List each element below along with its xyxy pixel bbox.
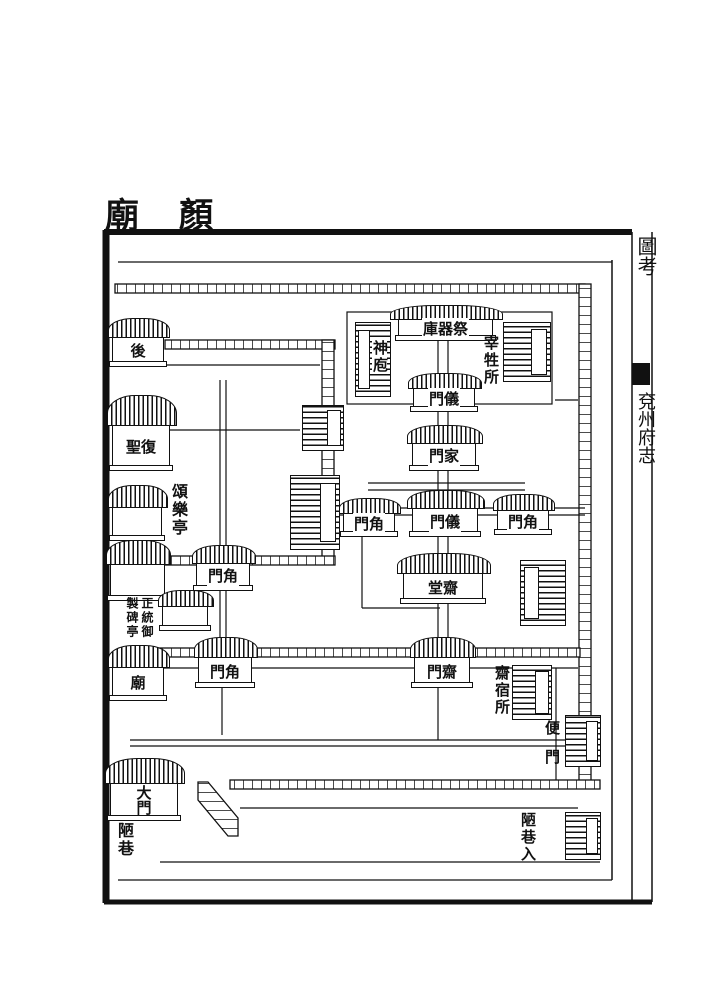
building-miao: 廟 [107, 645, 171, 702]
building-label: 大門 [132, 785, 156, 816]
building-damen: 大門 [104, 758, 186, 821]
hall-body: 儀門 [410, 386, 478, 413]
roof [107, 318, 171, 339]
building-jiaomen_w2: 角門 [193, 637, 259, 688]
side-hall-west-2 [290, 475, 340, 550]
roof [406, 425, 484, 445]
roof [193, 637, 259, 658]
building [105, 540, 172, 602]
roof [406, 490, 486, 510]
building-jiaomen_w1: 角門 [191, 545, 257, 591]
building-yimen: 儀門 [406, 490, 486, 538]
roof [107, 395, 177, 426]
label-bianmen: 便門 [543, 720, 561, 778]
roof [191, 545, 257, 565]
building-label: 齋門 [425, 660, 458, 682]
building [158, 590, 214, 631]
roof [108, 485, 168, 508]
roof [105, 540, 172, 565]
hall-body: 家門 [409, 441, 479, 471]
margin-title-bottom: 兗州府志 [635, 392, 656, 464]
hall-body: 齋門 [411, 655, 473, 688]
roof [338, 498, 402, 515]
hall-body: 角門 [340, 511, 398, 538]
label-songle-pavilion: 頌樂亭 [169, 483, 188, 537]
hall-body: 後 [109, 335, 167, 367]
building-jiaomen_right: 角門 [492, 494, 556, 535]
building-label: 齋堂 [426, 576, 459, 598]
label-louxiang-fang: 陋巷入 [519, 812, 537, 863]
label-shenpao: 神庖 [371, 340, 389, 374]
building-zhaimen: 齋門 [409, 637, 477, 688]
side-hall-zaisheng [503, 322, 551, 382]
hall-body: 廟 [109, 664, 167, 702]
building-zhaitang: 齋堂 [396, 553, 492, 604]
building-label: 儀門 [427, 388, 460, 410]
building [108, 485, 168, 542]
building-jiaomen_left: 角門 [338, 498, 402, 538]
building-label: 角門 [208, 660, 241, 682]
hall-body: 角門 [193, 561, 253, 591]
margin-title-top: 圖考 [634, 236, 658, 276]
margin-tab [632, 363, 650, 385]
hall-body: 祭器庫 [395, 317, 496, 342]
building-fusheng: 復聖 [107, 395, 177, 471]
side-hall-east [520, 560, 566, 626]
stair-gate [197, 781, 239, 837]
hall-body: 復聖 [109, 422, 173, 471]
building-label: 角門 [352, 513, 385, 535]
side-hall-zhaisu [512, 665, 552, 720]
building-label: 儀門 [428, 510, 461, 532]
building-label: 廟 [129, 671, 147, 693]
hall-body [159, 604, 211, 631]
building-label: 祭器庫 [421, 318, 469, 340]
building-jiqiku: 祭器庫 [390, 305, 503, 342]
building-label: 復聖 [124, 435, 157, 457]
hall-body [107, 561, 168, 602]
side-hall-west-1 [302, 405, 344, 451]
roof [104, 758, 186, 784]
building-yimen_upper: 儀門 [408, 373, 482, 413]
label-zhaisu: 齋宿所 [493, 665, 511, 716]
side-gate-bianmen [565, 715, 601, 767]
building-houqin: 後 [107, 318, 171, 367]
hall-body: 角門 [494, 508, 552, 535]
label-zaisheng: 宰牲所 [482, 335, 500, 386]
roof [107, 645, 171, 668]
label-louxiang: 陋巷 [115, 822, 134, 858]
building-label: 後 [129, 340, 147, 362]
hall-body: 儀門 [409, 506, 481, 538]
roof [492, 494, 556, 512]
hall-body: 齋堂 [400, 571, 486, 604]
building-label: 家門 [427, 445, 460, 467]
building-label: 角門 [506, 510, 539, 532]
roof [409, 637, 477, 658]
side-gate-louxiang [565, 812, 601, 860]
building-label: 角門 [206, 565, 239, 587]
roof [158, 590, 214, 608]
roof [408, 373, 482, 390]
building-jiamen: 家門 [406, 425, 484, 471]
outer-frame [102, 229, 653, 905]
hall-body [109, 504, 165, 542]
roof [396, 553, 492, 574]
hall-body: 角門 [195, 655, 255, 688]
label-stele-pavilion-1: 正統御 [140, 597, 154, 639]
hall-body: 大門 [107, 780, 181, 821]
label-stele-pavilion-2: 製碑亭 [125, 597, 139, 639]
